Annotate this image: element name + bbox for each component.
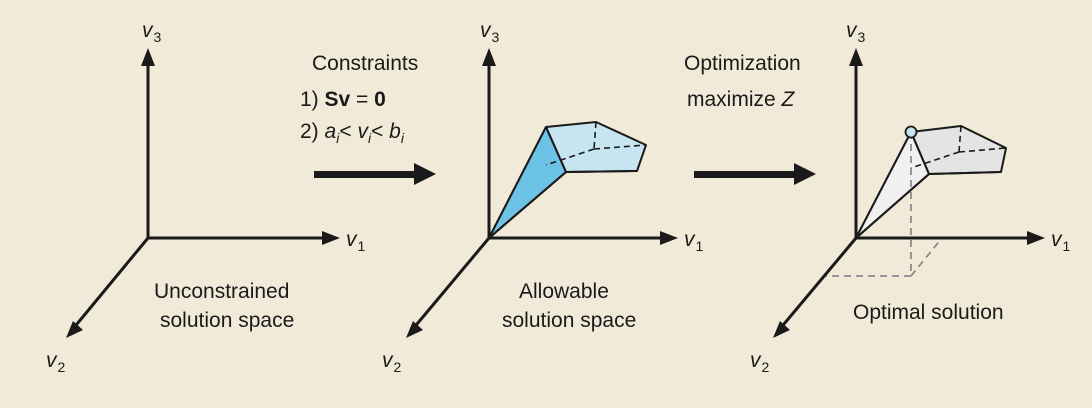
panel2-v3-label: v3 (480, 19, 500, 45)
panel3-v3-label: v3 (846, 19, 866, 45)
panel1-axes-group (66, 48, 340, 338)
transition-arrow-2 (694, 163, 816, 185)
panel1-v1-arrowhead (322, 231, 340, 245)
panel3-hidden-edges (910, 125, 1007, 169)
panel3-projection-lines (826, 132, 943, 277)
panel2-v2-axis (410, 237, 491, 331)
panel1-caption-line1: Unconstrained (154, 280, 290, 303)
panel3-v1-arrowhead (1027, 231, 1045, 245)
panel1-v1-label: v1 (346, 228, 366, 254)
panel2-feasible-polytope (488, 121, 647, 239)
transition-arrow-1 (314, 163, 436, 185)
panel3-v1-label: v1 (1051, 228, 1071, 254)
panel2-v2-arrowhead (406, 321, 423, 338)
optimal-point-marker (904, 125, 918, 139)
panel2-axes-group (406, 48, 678, 338)
panel3-caption: Optimal solution (853, 301, 1004, 324)
panel2-v1-arrowhead (660, 231, 678, 245)
panel2-caption-line1: Allowable (519, 280, 609, 303)
panel1-v2-arrowhead (66, 321, 83, 338)
panel3-v2-arrowhead (773, 321, 790, 338)
constraint-2: 2) ai< vi< bi (300, 120, 404, 146)
panel1-v3-arrowhead (141, 48, 155, 66)
panel1-caption-line2: solution space (160, 309, 295, 332)
optimization-title: Optimization (684, 52, 801, 75)
panel1-v2-label: v2 (46, 349, 66, 375)
panel3-v2-axis (777, 237, 858, 331)
optimization-objective: maximize Z (687, 88, 795, 111)
panel2-hidden-edges (545, 121, 647, 166)
constraints-title: Constraints (312, 52, 419, 75)
panel3-v3-arrowhead (849, 48, 863, 66)
panel2-v3-arrowhead (482, 48, 496, 66)
panel3-axes-group (773, 48, 1045, 338)
panel2-caption-line2: solution space (502, 309, 637, 332)
panel1-v3-label: v3 (142, 19, 162, 45)
panel3-optimal-polytope (855, 125, 1007, 239)
constraint-1: 1) Sv = 0 (300, 88, 386, 111)
panel3-v2-label: v2 (750, 349, 770, 375)
panel2-v1-label: v1 (684, 228, 704, 254)
panel2-v2-label: v2 (382, 349, 402, 375)
panel1-v2-axis (70, 237, 150, 331)
